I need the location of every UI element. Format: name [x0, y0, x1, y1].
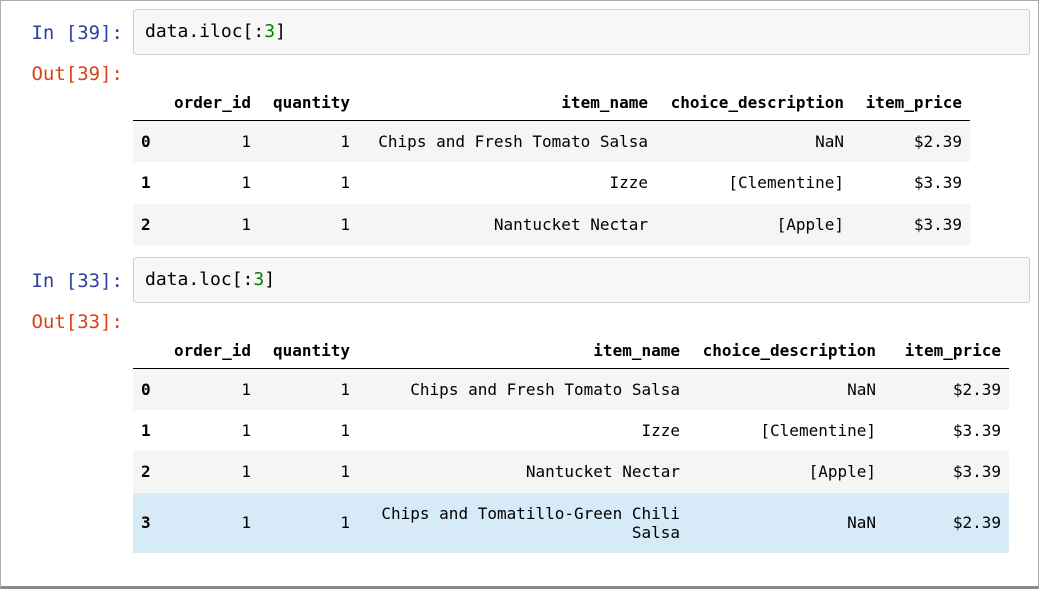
table-cell: Chips and Fresh Tomato Salsa: [378, 132, 648, 152]
code-token: 3: [264, 21, 276, 42]
table-cell: Chips and Fresh Tomato Salsa: [410, 379, 680, 399]
index-header: [133, 85, 161, 122]
table-cell: [Apple]: [776, 214, 844, 234]
table-cell: 1: [340, 214, 350, 234]
column-header: item_price: [852, 85, 970, 122]
table-cell: 1: [241, 379, 251, 399]
table-row: 0 1 1 Chips and Fresh Tomato Salsa NaN $2.39: [133, 368, 1009, 411]
table-cell: 1: [340, 379, 350, 399]
table-cell: 1: [340, 132, 350, 152]
table-cell: 1: [340, 513, 350, 533]
row-index: 3: [141, 513, 151, 533]
table-cell: 1: [340, 173, 350, 193]
code-token: ]: [264, 268, 276, 290]
code-token: ]: [275, 21, 286, 42]
input-prompt: In [33]:: [31, 269, 123, 292]
table-row: 2 1 1 Nantucket Nectar [Apple] $3.39: [133, 451, 1009, 493]
row-index: 1: [141, 421, 151, 441]
column-header: quantity: [259, 85, 358, 122]
column-header: item_name: [358, 332, 688, 369]
column-header: choice_description: [688, 332, 884, 369]
table-cell: Izze: [609, 173, 648, 193]
table-cell: 1: [241, 513, 251, 533]
table-row: 1 1 1 Izze [Clementine] $3.39: [133, 162, 970, 203]
row-index: 2: [141, 214, 151, 234]
table-cell: NaN: [815, 132, 844, 152]
column-header: choice_description: [656, 85, 852, 122]
code-line: data.loc[:3]: [145, 269, 275, 290]
notebook-cell-1: In [39]: data.iloc[:3] Out[39]: order_id…: [1, 9, 1038, 245]
input-row: In [33]: data.loc[:3]: [1, 256, 1038, 303]
table-cell: 1: [241, 462, 251, 482]
table-cell: $3.39: [913, 173, 962, 193]
table-cell: 1: [241, 173, 251, 193]
column-header: item_name: [358, 85, 656, 122]
table-cell: 1: [241, 421, 251, 441]
input-row: In [39]: data.iloc[:3]: [1, 9, 1038, 55]
table-cell: Chips and Tomatillo-Green Chili Salsa: [381, 503, 680, 542]
code-line: data.iloc[:3]: [145, 21, 286, 42]
column-header: order_id: [161, 85, 259, 122]
table-cell: NaN: [847, 379, 876, 399]
table-cell: Nantucket Nectar: [525, 462, 680, 482]
table-cell: Izze: [641, 421, 680, 441]
table-cell: 1: [241, 132, 251, 152]
table-cell: [Clementine]: [760, 421, 876, 441]
table-cell: $3.39: [952, 462, 1001, 482]
row-index: 0: [141, 379, 151, 399]
table-cell: $3.39: [952, 421, 1001, 441]
table-row: 1 1 1 Izze [Clementine] $3.39: [133, 410, 1009, 451]
table-cell: NaN: [847, 513, 876, 533]
index-header: [133, 332, 161, 369]
code-input[interactable]: data.loc[:3]: [133, 256, 1030, 303]
column-header: quantity: [259, 332, 358, 369]
table-cell: $2.39: [952, 513, 1001, 533]
row-index: 0: [141, 132, 151, 152]
table-cell: Nantucket Nectar: [493, 214, 648, 234]
code-token: data.loc[:: [145, 268, 254, 290]
column-header: order_id: [161, 332, 259, 369]
table-cell: $3.39: [913, 214, 962, 234]
table-cell: $2.39: [913, 132, 962, 152]
code-input[interactable]: data.iloc[:3]: [133, 9, 1030, 55]
input-prompt: In [39]:: [31, 22, 123, 44]
row-index: 2: [141, 462, 151, 482]
table-cell: [Clementine]: [728, 173, 844, 193]
code-token: 3: [253, 268, 265, 290]
notebook-area: In [39]: data.iloc[:3] Out[39]: order_id…: [1, 9, 1038, 553]
output-prompt: Out[39]:: [31, 63, 123, 85]
row-index: 1: [141, 173, 151, 193]
table-cell: [Apple]: [808, 462, 876, 482]
table-row: 2 1 1 Nantucket Nectar [Apple] $3.39: [133, 203, 970, 245]
code-token: data.iloc[:: [145, 21, 265, 42]
column-header: item_price: [884, 332, 1009, 369]
table-cell: 1: [241, 214, 251, 234]
table-cell: 1: [340, 421, 350, 441]
table-row-highlighted: 3 1 1 Chips and Tomatillo-Green Chili Salsa…: [133, 492, 1009, 553]
table-cell: 1: [340, 462, 350, 482]
table-cell: $2.39: [952, 379, 1001, 399]
output-prompt: Out[33]:: [31, 310, 123, 333]
table-row: 0 1 1 Chips and Fresh Tomato Salsa NaN $2.39: [133, 120, 970, 163]
